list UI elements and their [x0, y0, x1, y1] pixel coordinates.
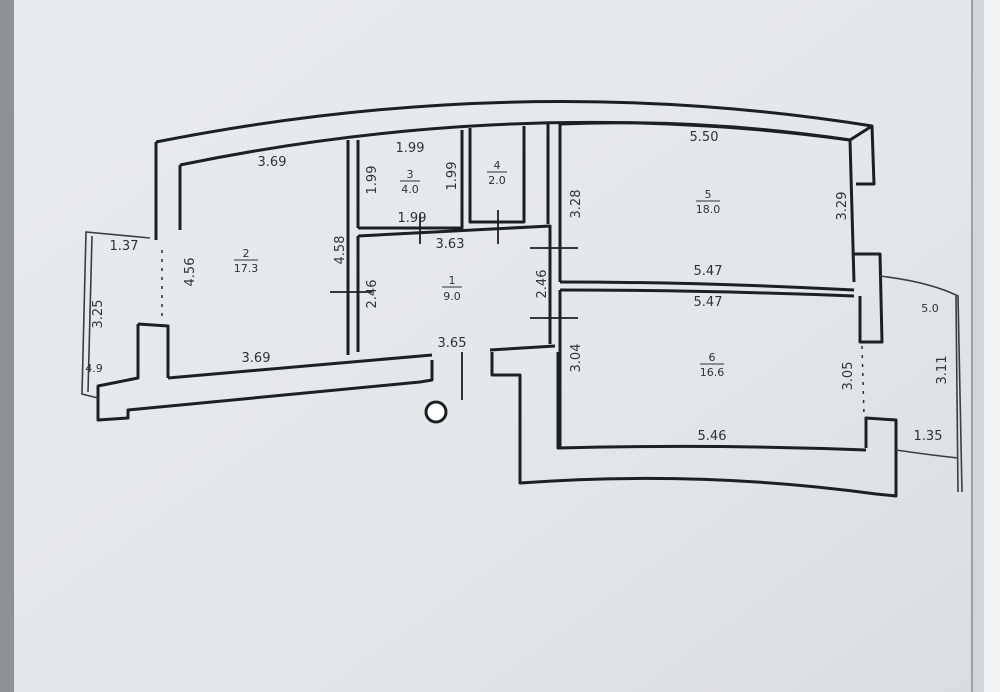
dim-balcony-right-area: 5.0: [921, 302, 939, 315]
svg-text:2.0: 2.0: [488, 174, 506, 187]
dim-room1-left: 2.46: [365, 280, 380, 309]
dim-room5-bottom: 5.47: [694, 264, 723, 279]
dimension-labels: 3.69 3.69 4.56 4.58 1.99 1.99 1.99 1.99 …: [85, 130, 950, 444]
room-6-label: 6 16.6: [700, 351, 725, 379]
room-5-label: 5 18.0: [696, 188, 721, 216]
room-1-label: 1 9.0: [442, 274, 462, 303]
dim-room1-right: 2.46: [535, 270, 550, 299]
balcony-right: [879, 275, 963, 493]
svg-text:9.0: 9.0: [443, 290, 461, 303]
svg-text:16.6: 16.6: [700, 366, 725, 379]
dim-room6-left: 3.04: [569, 344, 584, 373]
svg-text:5: 5: [705, 188, 712, 201]
dim-room2-left: 4.56: [183, 258, 198, 287]
paper-sheet: [14, 0, 972, 692]
dim-balcony-left-area: 4.9: [85, 362, 103, 375]
dim-room1-top: 3.63: [436, 237, 465, 252]
dim-room5-top: 5.50: [690, 130, 719, 145]
svg-text:17.3: 17.3: [234, 262, 259, 275]
dim-balcony-left-height: 3.25: [91, 300, 106, 329]
dim-room6-bottom: 5.46: [698, 429, 727, 444]
balcony-left: [81, 231, 151, 399]
riser-symbol: [424, 400, 448, 424]
dim-balcony-right-height: 3.11: [935, 356, 950, 385]
svg-text:4: 4: [494, 159, 501, 172]
walls: [96, 100, 898, 498]
dim-room1-bottom: 3.65: [438, 336, 467, 351]
dim-room5-left: 3.28: [569, 190, 584, 219]
dim-room3-bottom: 1.99: [398, 211, 427, 226]
dim-room6-top: 5.47: [694, 295, 723, 310]
svg-text:18.0: 18.0: [696, 203, 721, 216]
dim-room6-right: 3.05: [841, 362, 856, 391]
svg-text:4.0: 4.0: [401, 183, 419, 196]
dim-room3-right: 1.99: [445, 162, 460, 191]
dim-balcony-left-width: 1.37: [110, 239, 139, 254]
dim-room2-top: 3.69: [258, 155, 287, 170]
room-3-label: 3 4.0: [400, 168, 420, 196]
svg-text:3: 3: [407, 168, 414, 181]
openings: [161, 250, 865, 417]
dim-balcony-right-width: 1.35: [914, 429, 943, 444]
room-2-label: 2 17.3: [234, 247, 259, 275]
dim-room5-right: 3.29: [835, 192, 850, 221]
tick-marks: [330, 210, 578, 400]
dim-room3-top: 1.99: [396, 141, 425, 156]
dim-room3-left: 1.99: [365, 166, 380, 195]
svg-text:6: 6: [709, 351, 716, 364]
room-4-label: 4 2.0: [487, 159, 507, 187]
svg-text:1: 1: [449, 274, 456, 287]
svg-text:2: 2: [243, 247, 250, 260]
dim-room2-right: 4.58: [333, 236, 348, 265]
dim-room2-bottom: 3.69: [242, 351, 271, 366]
